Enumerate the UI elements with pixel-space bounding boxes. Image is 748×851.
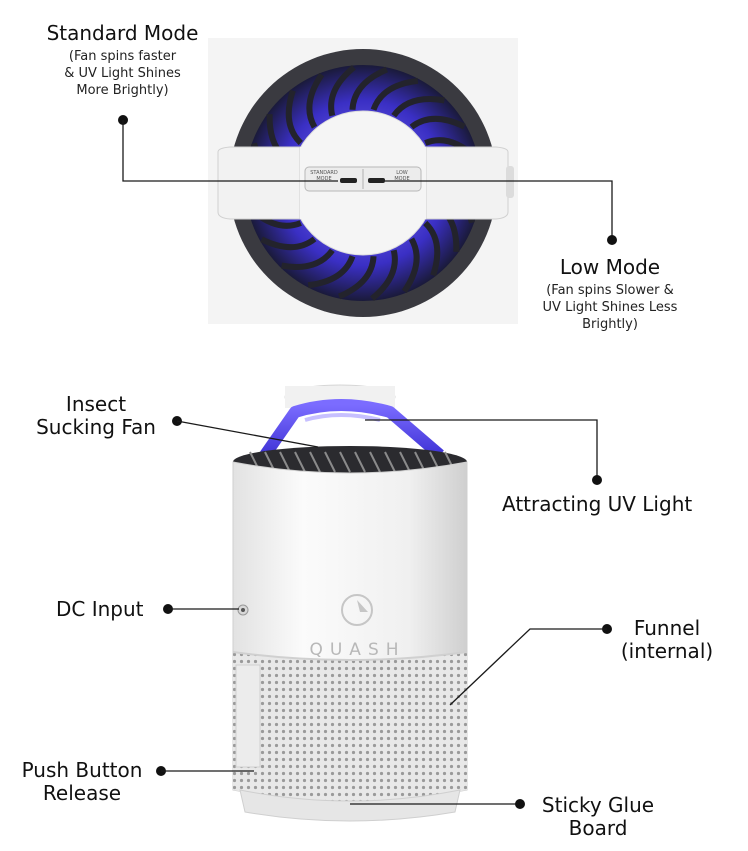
switch-slot-left [340, 178, 357, 183]
fan-blade [370, 249, 398, 301]
standard-mode-desc-1: (Fan spins faster [68, 49, 177, 64]
mesh-section [233, 652, 467, 801]
funnel-line1: Funnel [633, 616, 701, 640]
switch-label-standard-line1: STANDARD [310, 170, 338, 176]
push-button-line2: Release [42, 781, 122, 805]
standard-mode-title: Standard Mode [46, 21, 199, 45]
sticky-board-line1: Sticky Glue [541, 793, 655, 817]
fan-blade [260, 236, 317, 251]
handle-left [217, 146, 301, 220]
insect-fan-line1: Insect [65, 392, 127, 416]
insect-fan-line2: Sucking Fan [36, 415, 156, 439]
brand-wordmark: QUASH [309, 640, 406, 660]
insect-fan-callout: Insect Sucking Fan [26, 393, 166, 439]
handle-right [425, 146, 509, 220]
base [239, 789, 461, 822]
fan-blade [307, 255, 356, 289]
fan-blade [281, 248, 335, 270]
uv-light-label: Attracting UV Light [502, 492, 693, 516]
fan-blade [423, 220, 441, 277]
switch-label-low-line1: LOW [396, 170, 408, 176]
standard-mode-desc-3: More Brightly) [76, 83, 169, 98]
quash-logo [341, 594, 373, 626]
fan-blade [306, 72, 325, 129]
fan-slat [309, 451, 321, 473]
fan-blade [391, 96, 445, 118]
sticky-board-line2: Board [568, 816, 628, 840]
low-mode-callout: Low Mode (Fan spins Slower & UV Light Sh… [520, 256, 700, 333]
switch-label-low-line2: MODE [394, 176, 410, 182]
fan-blade [337, 255, 377, 300]
switch-slot-right [368, 178, 385, 183]
push-button-callout: Push Button Release [12, 759, 152, 805]
standard-mode-callout: Standard Mode (Fan spins faster & UV Lig… [20, 22, 225, 99]
fan-blade [409, 115, 466, 130]
fan-slat [294, 451, 306, 473]
leader-lines [118, 115, 617, 809]
switch-label-low: LOW MODE [385, 170, 419, 182]
fan-slats [249, 451, 456, 473]
fan-slat [369, 451, 381, 473]
fan-blade [328, 65, 356, 117]
fan-blade [370, 77, 419, 111]
switch-label-standard: STANDARD MODE [307, 170, 341, 182]
switch-label-standard-line2: MODE [316, 176, 332, 182]
fan-slat [324, 451, 336, 473]
push-button-line1: Push Button [21, 758, 143, 782]
product-photo [232, 384, 468, 822]
sticky-board-callout: Sticky Glue Board [528, 794, 668, 840]
dc-port [241, 608, 245, 612]
low-mode-title: Low Mode [559, 255, 661, 279]
fan-blade [349, 66, 389, 111]
funnel-line2: (internal) [620, 639, 714, 663]
glue-board-drawer [235, 664, 261, 768]
funnel-callout: Funnel (internal) [612, 617, 722, 663]
low-mode-desc-2: UV Light Shines Less [542, 300, 678, 315]
fan-blade [285, 89, 303, 146]
fan-slat [339, 451, 351, 473]
fan-slat [354, 451, 366, 473]
fan-slat [279, 451, 291, 473]
standard-mode-desc-2: & UV Light Shines [64, 66, 181, 81]
top-view-photo [208, 38, 518, 324]
fan-slat [384, 451, 396, 473]
low-mode-desc-1: (Fan spins Slower & [546, 283, 674, 298]
side-button [506, 166, 514, 198]
uv-light-arch [260, 399, 444, 460]
fan-blade [401, 237, 420, 294]
low-mode-desc-3: Brightly) [582, 317, 638, 332]
dc-input-label: DC Input [56, 597, 144, 621]
fan-slat [399, 451, 411, 473]
